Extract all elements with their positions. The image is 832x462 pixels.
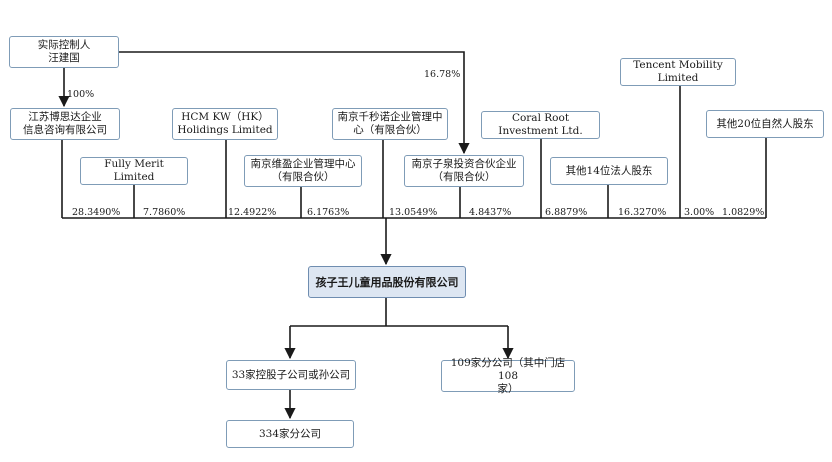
pct-tencent: 3.00% [684,207,715,218]
connector-controller-ziquan [119,51,470,155]
pct-controller-to-bosida: 100% [67,89,95,100]
pct-fully-merit: 7.7860% [143,207,186,218]
node-hcm-kw: HCM KW（HK） Holidings Limited [172,108,278,140]
node-nanjing-weiying: 南京维盈企业管理中心 （有限合伙） [244,155,362,187]
pct-coral-root: 6.8879% [545,207,588,218]
pct-weiying: 6.1763% [307,207,350,218]
pct-other-14: 16.3270% [618,207,667,218]
pct-qianmiaonuo: 13.0549% [389,207,438,218]
pct-hcm-kw: 12.4922% [228,207,277,218]
node-company: 孩子王儿童用品股份有限公司 [308,266,466,298]
pct-bosida: 28.3490% [72,207,121,218]
node-other-20-natural: 其他20位自然人股东 [706,110,824,138]
node-fully-merit: Fully Merit Limited [80,157,188,185]
pct-ziquan: 4.8437% [469,207,512,218]
pct-other-20: 1.0829% [722,207,765,218]
node-branches-334: 334家分公司 [226,420,354,448]
node-subsidiaries-33: 33家控股子公司或孙公司 [226,360,356,390]
node-tencent-mobility: Tencent Mobility Limited [620,58,736,86]
node-nanjing-qianmiaonuo: 南京千秒诺企业管理中 心（有限合伙） [332,108,448,140]
node-other-14-legal: 其他14位法人股东 [550,157,668,185]
node-controller: 实际控制人 汪建国 [9,36,119,68]
node-jiangsu-bosida: 江苏博思达企业 信息咨询有限公司 [10,108,120,140]
node-branches-109: 109家分公司（其中门店108 家） [441,357,575,395]
node-coral-root: Coral Root Investment Ltd. [481,111,600,139]
node-nanjing-ziquan: 南京子泉投资合伙企业 （有限合伙） [404,155,524,187]
pct-controller-to-ziquan: 16.78% [424,69,461,80]
